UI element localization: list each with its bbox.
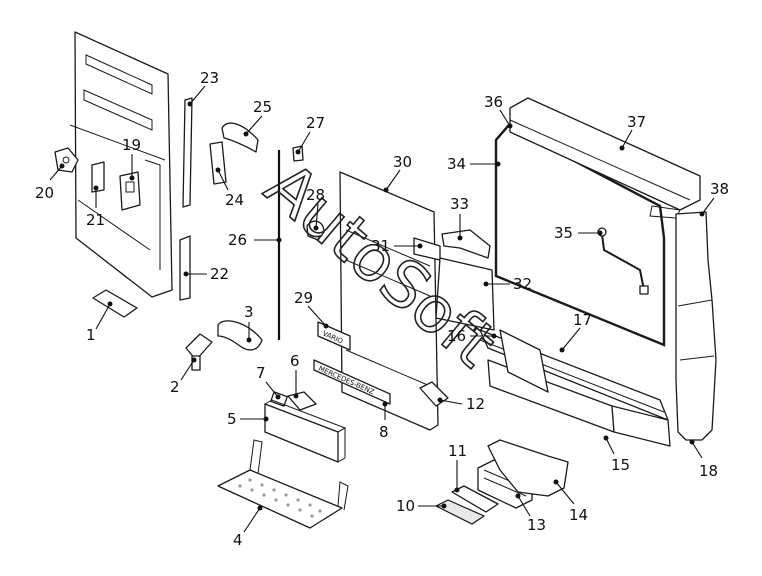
part-25-handle	[221, 122, 259, 153]
label-16: 16	[447, 327, 466, 345]
part-3-handle	[217, 320, 263, 351]
part-1-plate	[92, 289, 138, 318]
label-18: 18	[699, 462, 718, 480]
label-36: 36	[484, 93, 503, 111]
label-12: 12	[466, 395, 485, 413]
label-10: 10	[396, 497, 415, 515]
part-21-bracket	[91, 161, 105, 193]
left-door-panel	[69, 31, 173, 298]
label-3: 3	[244, 303, 254, 321]
label-20: 20	[35, 184, 54, 202]
label-24: 24	[225, 191, 244, 209]
part-20-hinge	[54, 147, 79, 173]
part-33-handle	[441, 229, 491, 259]
part-34-window-seal	[494, 124, 666, 347]
part-23-strip	[182, 97, 193, 208]
label-29: 29	[294, 289, 313, 307]
label-26: 26	[228, 231, 247, 249]
label-35: 35	[554, 224, 573, 242]
part-18-side-column	[675, 211, 717, 441]
label-31: 31	[371, 237, 390, 255]
label-38: 38	[710, 180, 729, 198]
part-5-panel	[264, 399, 347, 463]
label-1: 1	[86, 326, 96, 344]
label-21: 21	[86, 211, 105, 229]
part-35-pipe	[597, 227, 649, 295]
label-22: 22	[210, 265, 229, 283]
label-32: 32	[513, 275, 532, 293]
part-10-lens	[434, 499, 486, 525]
part-28-clip	[306, 220, 325, 241]
label-28: 28	[306, 186, 325, 204]
label-7: 7	[256, 364, 266, 382]
label-6: 6	[290, 352, 300, 370]
label-17: 17	[573, 311, 592, 329]
part-14-cover	[487, 439, 569, 497]
part-2-lock	[185, 333, 213, 371]
part-37-top-housing	[509, 97, 701, 219]
part-24-grip	[209, 141, 227, 185]
part-11-gasket	[451, 485, 499, 513]
part-22-bar	[179, 235, 191, 301]
label-34: 34	[447, 155, 466, 173]
part-4-step	[217, 439, 349, 529]
label-33: 33	[450, 195, 469, 213]
label-37: 37	[627, 113, 646, 131]
label-5: 5	[227, 410, 237, 428]
label-8: 8	[379, 423, 389, 441]
callouts: 1 2 3 4 5 6 7 8 10 11 12 13 14	[35, 69, 729, 549]
label-4: 4	[233, 531, 243, 549]
part-16-connector	[499, 329, 549, 393]
label-15: 15	[611, 456, 630, 474]
label-11: 11	[448, 442, 467, 460]
label-27: 27	[306, 114, 325, 132]
label-13: 13	[527, 516, 546, 534]
part-32-inner-panel	[435, 257, 495, 331]
label-25: 25	[253, 98, 272, 116]
part-30-middle-panel	[339, 171, 439, 431]
label-14: 14	[569, 506, 588, 524]
label-19: 19	[122, 136, 141, 154]
label-23: 23	[200, 69, 219, 87]
label-30: 30	[393, 153, 412, 171]
label-2: 2	[170, 378, 180, 396]
